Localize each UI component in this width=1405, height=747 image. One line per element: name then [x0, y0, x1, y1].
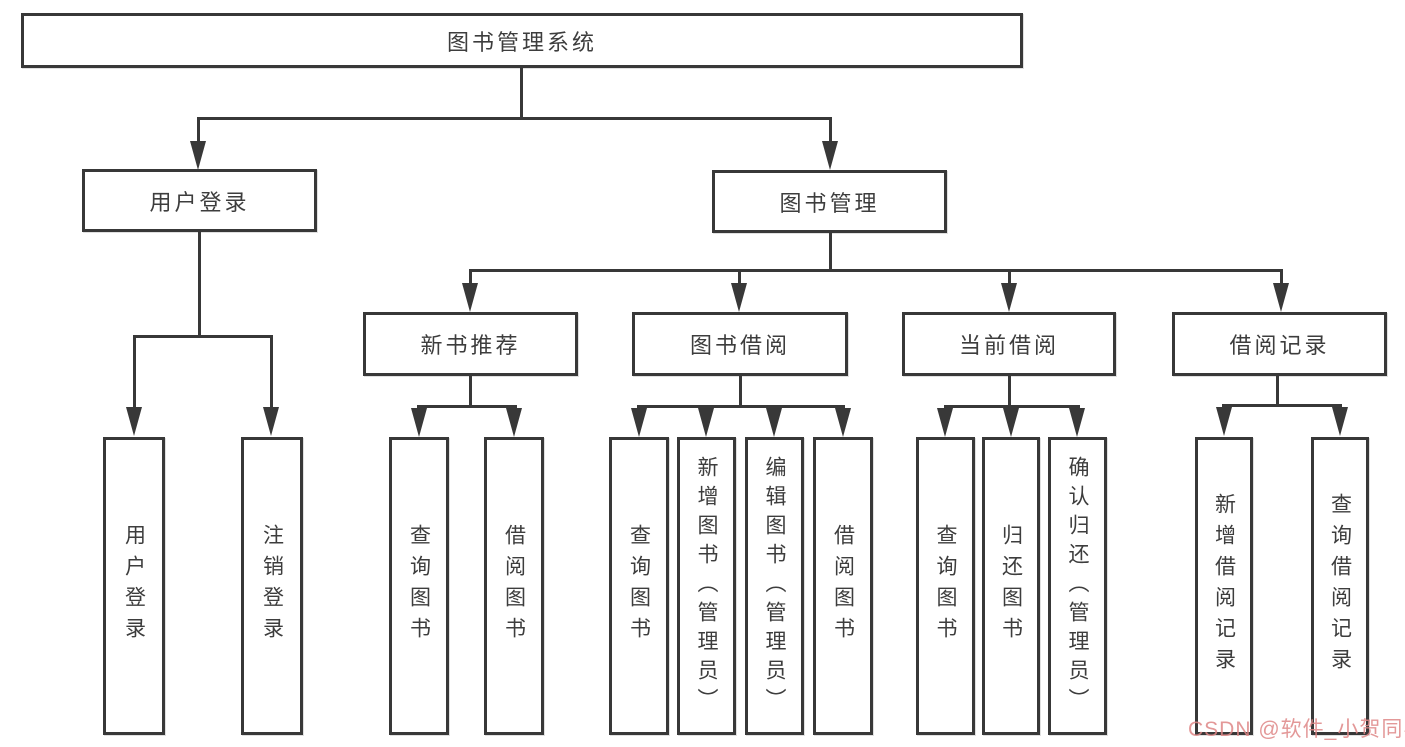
node-root: 图书管理系统 — [21, 13, 1023, 68]
leaf-current-return-books: 归还图书 — [982, 437, 1040, 735]
arrow-down — [462, 283, 478, 312]
node-book-borrow-label: 图书借阅 — [689, 333, 790, 358]
connector-line — [469, 269, 472, 285]
leaf-logout: 注销登录 — [241, 437, 303, 735]
connector-line — [197, 117, 200, 143]
node-user-login: 用户登录 — [82, 169, 317, 232]
node-book-management-label: 图书管理 — [779, 190, 880, 216]
arrow-down — [126, 407, 142, 436]
leaf-current-confirm-return-admin: 确认归还（管理员） — [1048, 437, 1107, 735]
leaf-recommend-borrow-books-label: 借阅图书 — [502, 524, 526, 648]
leaf-record-query-label: 查询借阅记录 — [1328, 493, 1352, 679]
leaf-user-login-label: 用户登录 — [122, 524, 146, 648]
connector-line — [469, 269, 1283, 272]
csdn-watermark: CSDN @软件_小贺同学 — [1188, 718, 1405, 741]
arrow-down — [835, 408, 851, 437]
leaf-borrow-query-books-label: 查询图书 — [627, 524, 651, 648]
connector-line — [469, 376, 472, 407]
leaf-borrow-borrow-books-label: 借阅图书 — [831, 524, 855, 648]
connector-line — [1222, 404, 1342, 407]
leaf-borrow-edit-books-admin-label: 编辑图书（管理员） — [763, 455, 786, 717]
node-new-book-recommend: 新书推荐 — [363, 312, 578, 376]
arrow-down — [1003, 408, 1019, 437]
connector-line — [1280, 269, 1283, 285]
leaf-logout-label: 注销登录 — [260, 524, 284, 648]
node-borrow-record: 借阅记录 — [1172, 312, 1387, 376]
arrow-down — [1069, 408, 1085, 437]
node-new-book-recommend-label: 新书推荐 — [420, 333, 521, 358]
connector-line — [197, 117, 832, 120]
connector-line — [1276, 376, 1279, 406]
leaf-record-query: 查询借阅记录 — [1311, 437, 1369, 735]
node-book-borrow: 图书借阅 — [632, 312, 848, 376]
connector-line — [270, 335, 273, 409]
connector-line — [1008, 269, 1011, 285]
arrow-down — [1273, 283, 1289, 312]
arrow-down — [631, 408, 647, 437]
node-current-borrow-label: 当前借阅 — [958, 333, 1059, 358]
connector-line — [944, 405, 1080, 408]
connector-line — [829, 117, 832, 143]
arrow-down — [506, 408, 522, 437]
arrow-down — [698, 408, 714, 437]
arrow-down — [411, 408, 427, 437]
leaf-user-login: 用户登录 — [103, 437, 165, 735]
arrow-down — [1332, 407, 1348, 436]
leaf-record-add-label: 新增借阅记录 — [1212, 493, 1236, 679]
leaf-current-confirm-return-admin-label: 确认归还（管理员） — [1066, 455, 1089, 717]
connector-line — [738, 269, 741, 285]
leaf-borrow-borrow-books: 借阅图书 — [813, 437, 873, 735]
arrow-down — [766, 408, 782, 437]
node-borrow-record-label: 借阅记录 — [1229, 333, 1330, 358]
connector-line — [739, 376, 742, 407]
leaf-borrow-edit-books-admin: 编辑图书（管理员） — [745, 437, 804, 735]
connector-line — [198, 232, 201, 338]
leaf-current-query-books-label: 查询图书 — [934, 524, 957, 648]
leaf-recommend-query-books-label: 查询图书 — [407, 524, 431, 648]
arrow-down — [1216, 407, 1232, 436]
connector-line — [133, 335, 273, 338]
leaf-borrow-query-books: 查询图书 — [609, 437, 669, 735]
connector-line — [637, 405, 845, 408]
arrow-down — [263, 407, 279, 436]
arrow-down — [731, 283, 747, 312]
connector-line — [829, 233, 832, 272]
node-book-management: 图书管理 — [712, 170, 947, 233]
leaf-current-return-books-label: 归还图书 — [999, 524, 1023, 648]
leaf-borrow-add-books-admin-label: 新增图书（管理员） — [695, 455, 718, 717]
leaf-record-add: 新增借阅记录 — [1195, 437, 1253, 735]
leaf-current-query-books: 查询图书 — [916, 437, 975, 735]
leaf-recommend-borrow-books: 借阅图书 — [484, 437, 544, 735]
arrow-down — [822, 141, 838, 170]
connector-line — [1008, 376, 1011, 407]
connector-line — [520, 66, 523, 119]
node-root-label: 图书管理系统 — [446, 29, 597, 55]
arrow-down — [1001, 283, 1017, 312]
connector-line — [417, 405, 517, 408]
arrow-down — [190, 141, 206, 170]
connector-line — [133, 335, 136, 409]
leaf-borrow-add-books-admin: 新增图书（管理员） — [677, 437, 736, 735]
arrow-down — [937, 408, 953, 437]
leaf-recommend-query-books: 查询图书 — [389, 437, 449, 735]
node-user-login-label: 用户登录 — [149, 189, 250, 215]
node-current-borrow: 当前借阅 — [902, 312, 1116, 376]
